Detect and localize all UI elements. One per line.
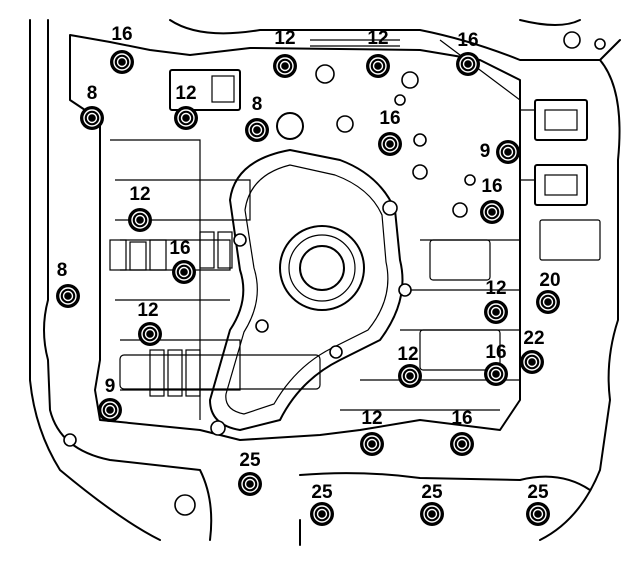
bolt-label: 12 <box>397 344 418 365</box>
bolt-ring <box>313 505 331 523</box>
bolt-label: 20 <box>539 270 560 291</box>
plate-holes <box>276 64 476 218</box>
bolt-label: 12 <box>137 300 158 321</box>
solenoid-connector <box>534 99 588 141</box>
bolt-ring <box>177 109 195 127</box>
solenoid-connector <box>534 164 588 206</box>
bolt-center <box>462 58 474 70</box>
bolt-ring <box>248 121 266 139</box>
bolt-label: 16 <box>111 24 132 45</box>
filter-outlet <box>279 225 365 311</box>
bolt-center <box>486 206 498 218</box>
bolt-center <box>178 266 190 278</box>
bolt-label: 22 <box>523 328 544 349</box>
bolt-ring <box>83 109 101 127</box>
case-hole <box>174 494 196 516</box>
filter-outlet-bore <box>299 245 345 291</box>
bolt-center <box>366 438 378 450</box>
bolt-label: 12 <box>129 184 150 205</box>
bolt-label: 8 <box>252 94 263 115</box>
valve-body-plate <box>69 34 521 441</box>
bolt-center <box>426 508 438 520</box>
bolt-center <box>279 60 291 72</box>
bolt-ring <box>401 367 419 385</box>
bolt-ring <box>529 505 547 523</box>
bolt-label: 16 <box>169 238 190 259</box>
bolt-ring <box>459 55 477 73</box>
bolt-label: 9 <box>480 141 491 162</box>
bolt-ring <box>487 303 505 321</box>
bolt-center <box>532 508 544 520</box>
bolt-label: 16 <box>451 408 472 429</box>
bolt-label: 12 <box>361 408 382 429</box>
bolt-label: 25 <box>421 482 443 503</box>
bolt-ring <box>487 365 505 383</box>
bolt-center <box>62 290 74 302</box>
bolt-center <box>542 296 554 308</box>
case-outline <box>29 19 621 546</box>
bolt-center <box>180 112 192 124</box>
bolt-label: 16 <box>485 342 506 363</box>
bolt-ring <box>423 505 441 523</box>
bolt-label-group: 16 12 12 16 8 12 8 16 9 16 12 16 8 12 20 12 22 12 16 9 12 16 2… <box>57 24 561 503</box>
bolt-ring <box>363 435 381 453</box>
bolt-ring <box>113 53 131 71</box>
bolt-center <box>490 306 502 318</box>
bolt-label: 16 <box>379 108 400 129</box>
bolt-group <box>56 50 560 526</box>
bolt-center <box>86 112 98 124</box>
bolt-center <box>134 214 146 226</box>
bolt-ring <box>381 135 399 153</box>
bolt-center <box>404 370 416 382</box>
solenoid-connector <box>169 69 241 111</box>
bolt-ring <box>539 293 557 311</box>
bolt-ring <box>523 353 541 371</box>
bolt-label: 8 <box>57 260 68 281</box>
bolt-ring <box>101 401 119 419</box>
bolt-label: 25 <box>239 450 261 471</box>
bolt-center <box>144 328 156 340</box>
bolt-label: 16 <box>457 30 478 51</box>
filter-housing <box>209 149 412 436</box>
bolt-ring <box>276 57 294 75</box>
bolt-center <box>116 56 128 68</box>
bolt-ring <box>131 211 149 229</box>
case-hole <box>63 433 77 447</box>
bolt-ring <box>241 475 259 493</box>
bolt-ring <box>59 287 77 305</box>
bolt-ring <box>483 203 501 221</box>
bolt-center <box>384 138 396 150</box>
bolt-label: 12 <box>175 83 196 104</box>
bolt-label: 12 <box>367 28 388 49</box>
bolt-center <box>372 60 384 72</box>
case-hole <box>594 38 606 50</box>
bolt-label: 25 <box>527 482 549 503</box>
bolt-ring <box>499 143 517 161</box>
bolt-label: 8 <box>87 83 98 104</box>
bolt-center <box>316 508 328 520</box>
case-hole <box>563 31 581 49</box>
bolt-label: 16 <box>481 176 502 197</box>
bolt-center <box>502 146 514 158</box>
solenoid-connectors <box>169 69 588 206</box>
bolt-label: 25 <box>311 482 333 503</box>
bolt-center <box>244 478 256 490</box>
bolt-center <box>456 438 468 450</box>
bolt-center <box>104 404 116 416</box>
bolt-ring <box>453 435 471 453</box>
bolt-ring <box>141 325 159 343</box>
bolt-center <box>490 368 502 380</box>
bolt-center <box>526 356 538 368</box>
bolt-ring <box>175 263 193 281</box>
spool-valves <box>109 219 601 397</box>
bolt-label: 12 <box>274 28 295 49</box>
bolt-ring <box>369 57 387 75</box>
bolt-label: 12 <box>485 278 506 299</box>
bolt-label: 9 <box>105 376 116 397</box>
bolt-center <box>251 124 263 136</box>
